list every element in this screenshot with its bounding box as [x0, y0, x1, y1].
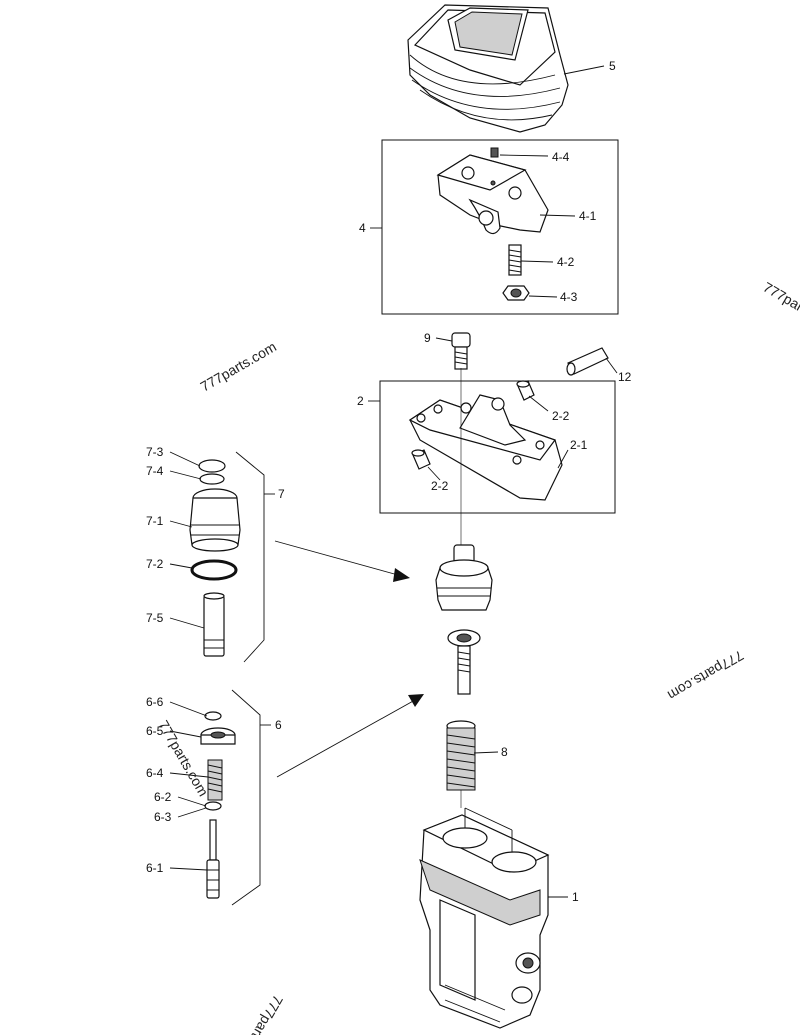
part-7-1-seal-housing [189, 488, 241, 552]
callout-6-5: 6-5 [146, 724, 164, 738]
center-spool [447, 629, 481, 695]
part-12-pin [566, 347, 609, 376]
part-4-3-nut [502, 285, 530, 301]
callout-12: 12 [618, 370, 632, 384]
part-7-4-ring [199, 473, 225, 485]
part-2-1-plate [408, 394, 563, 501]
callout-6: 6 [275, 718, 282, 732]
part-7-2-o-ring [190, 559, 238, 581]
arrow-7-to-center [274, 540, 410, 582]
part-6-5-spring-seat [200, 727, 236, 745]
arrow-6-to-center [276, 694, 424, 778]
callout-8: 8 [501, 745, 508, 759]
part-4-2-threaded-stud [508, 244, 522, 276]
callout-2-2-lower: 2-2 [431, 479, 449, 493]
part-6-6-washer [204, 711, 222, 721]
part-9-bolt [451, 332, 471, 370]
callout-7-3: 7-3 [146, 445, 164, 459]
callout-7-1: 7-1 [146, 514, 164, 528]
part-8-spring [446, 720, 476, 791]
callout-6-4: 6-4 [146, 766, 164, 780]
callout-7-2: 7-2 [146, 557, 164, 571]
callout-4-1: 4-1 [579, 209, 597, 223]
leader-lines [169, 65, 618, 898]
part-6-4-spring [207, 759, 223, 801]
watermark-2: 777parts.com [665, 647, 746, 703]
watermark-5: 777parts.com [230, 993, 286, 1035]
watermark-4: 777parts.com [155, 718, 211, 799]
callout-7: 7 [278, 487, 285, 501]
part-2-2-bushing-upper [516, 380, 535, 401]
part-4-assembly-box [381, 139, 619, 315]
callout-4-3: 4-3 [560, 290, 578, 304]
bracket-6 [231, 689, 261, 906]
callout-2: 2 [357, 394, 364, 408]
callout-6-3: 6-3 [154, 810, 172, 824]
callout-7-4: 7-4 [146, 464, 164, 478]
part-4-1-lever-bracket [436, 154, 549, 235]
part-1-valve-body [419, 814, 550, 1029]
callout-7-5: 7-5 [146, 611, 164, 625]
center-piston-assembly [435, 544, 493, 611]
callout-6-1: 6-1 [146, 861, 164, 875]
callout-2-1: 2-1 [570, 438, 588, 452]
part-2-assembly-box [379, 380, 616, 514]
bracket-7 [235, 451, 265, 663]
watermark-1: 777parts.com [198, 338, 279, 394]
callout-4: 4 [359, 221, 366, 235]
part-6-2-washer [204, 801, 222, 811]
callout-9: 9 [424, 331, 431, 345]
callout-4-2: 4-2 [557, 255, 575, 269]
callout-4-4: 4-4 [552, 150, 570, 164]
callout-1: 1 [572, 890, 579, 904]
watermark-3: 777parts.com [761, 279, 800, 335]
callout-6-2: 6-2 [154, 790, 172, 804]
part-4-4-set-screw [490, 147, 499, 158]
part-5-boot [407, 4, 569, 133]
callout-5: 5 [609, 59, 616, 73]
callout-6-6: 6-6 [146, 695, 164, 709]
part-6-1-spool [206, 819, 220, 899]
part-2-2-bushing-lower [411, 449, 431, 470]
callout-2-2-upper: 2-2 [552, 409, 570, 423]
part-7-3-ring [198, 459, 226, 473]
part-7-5-plunger [203, 592, 225, 657]
